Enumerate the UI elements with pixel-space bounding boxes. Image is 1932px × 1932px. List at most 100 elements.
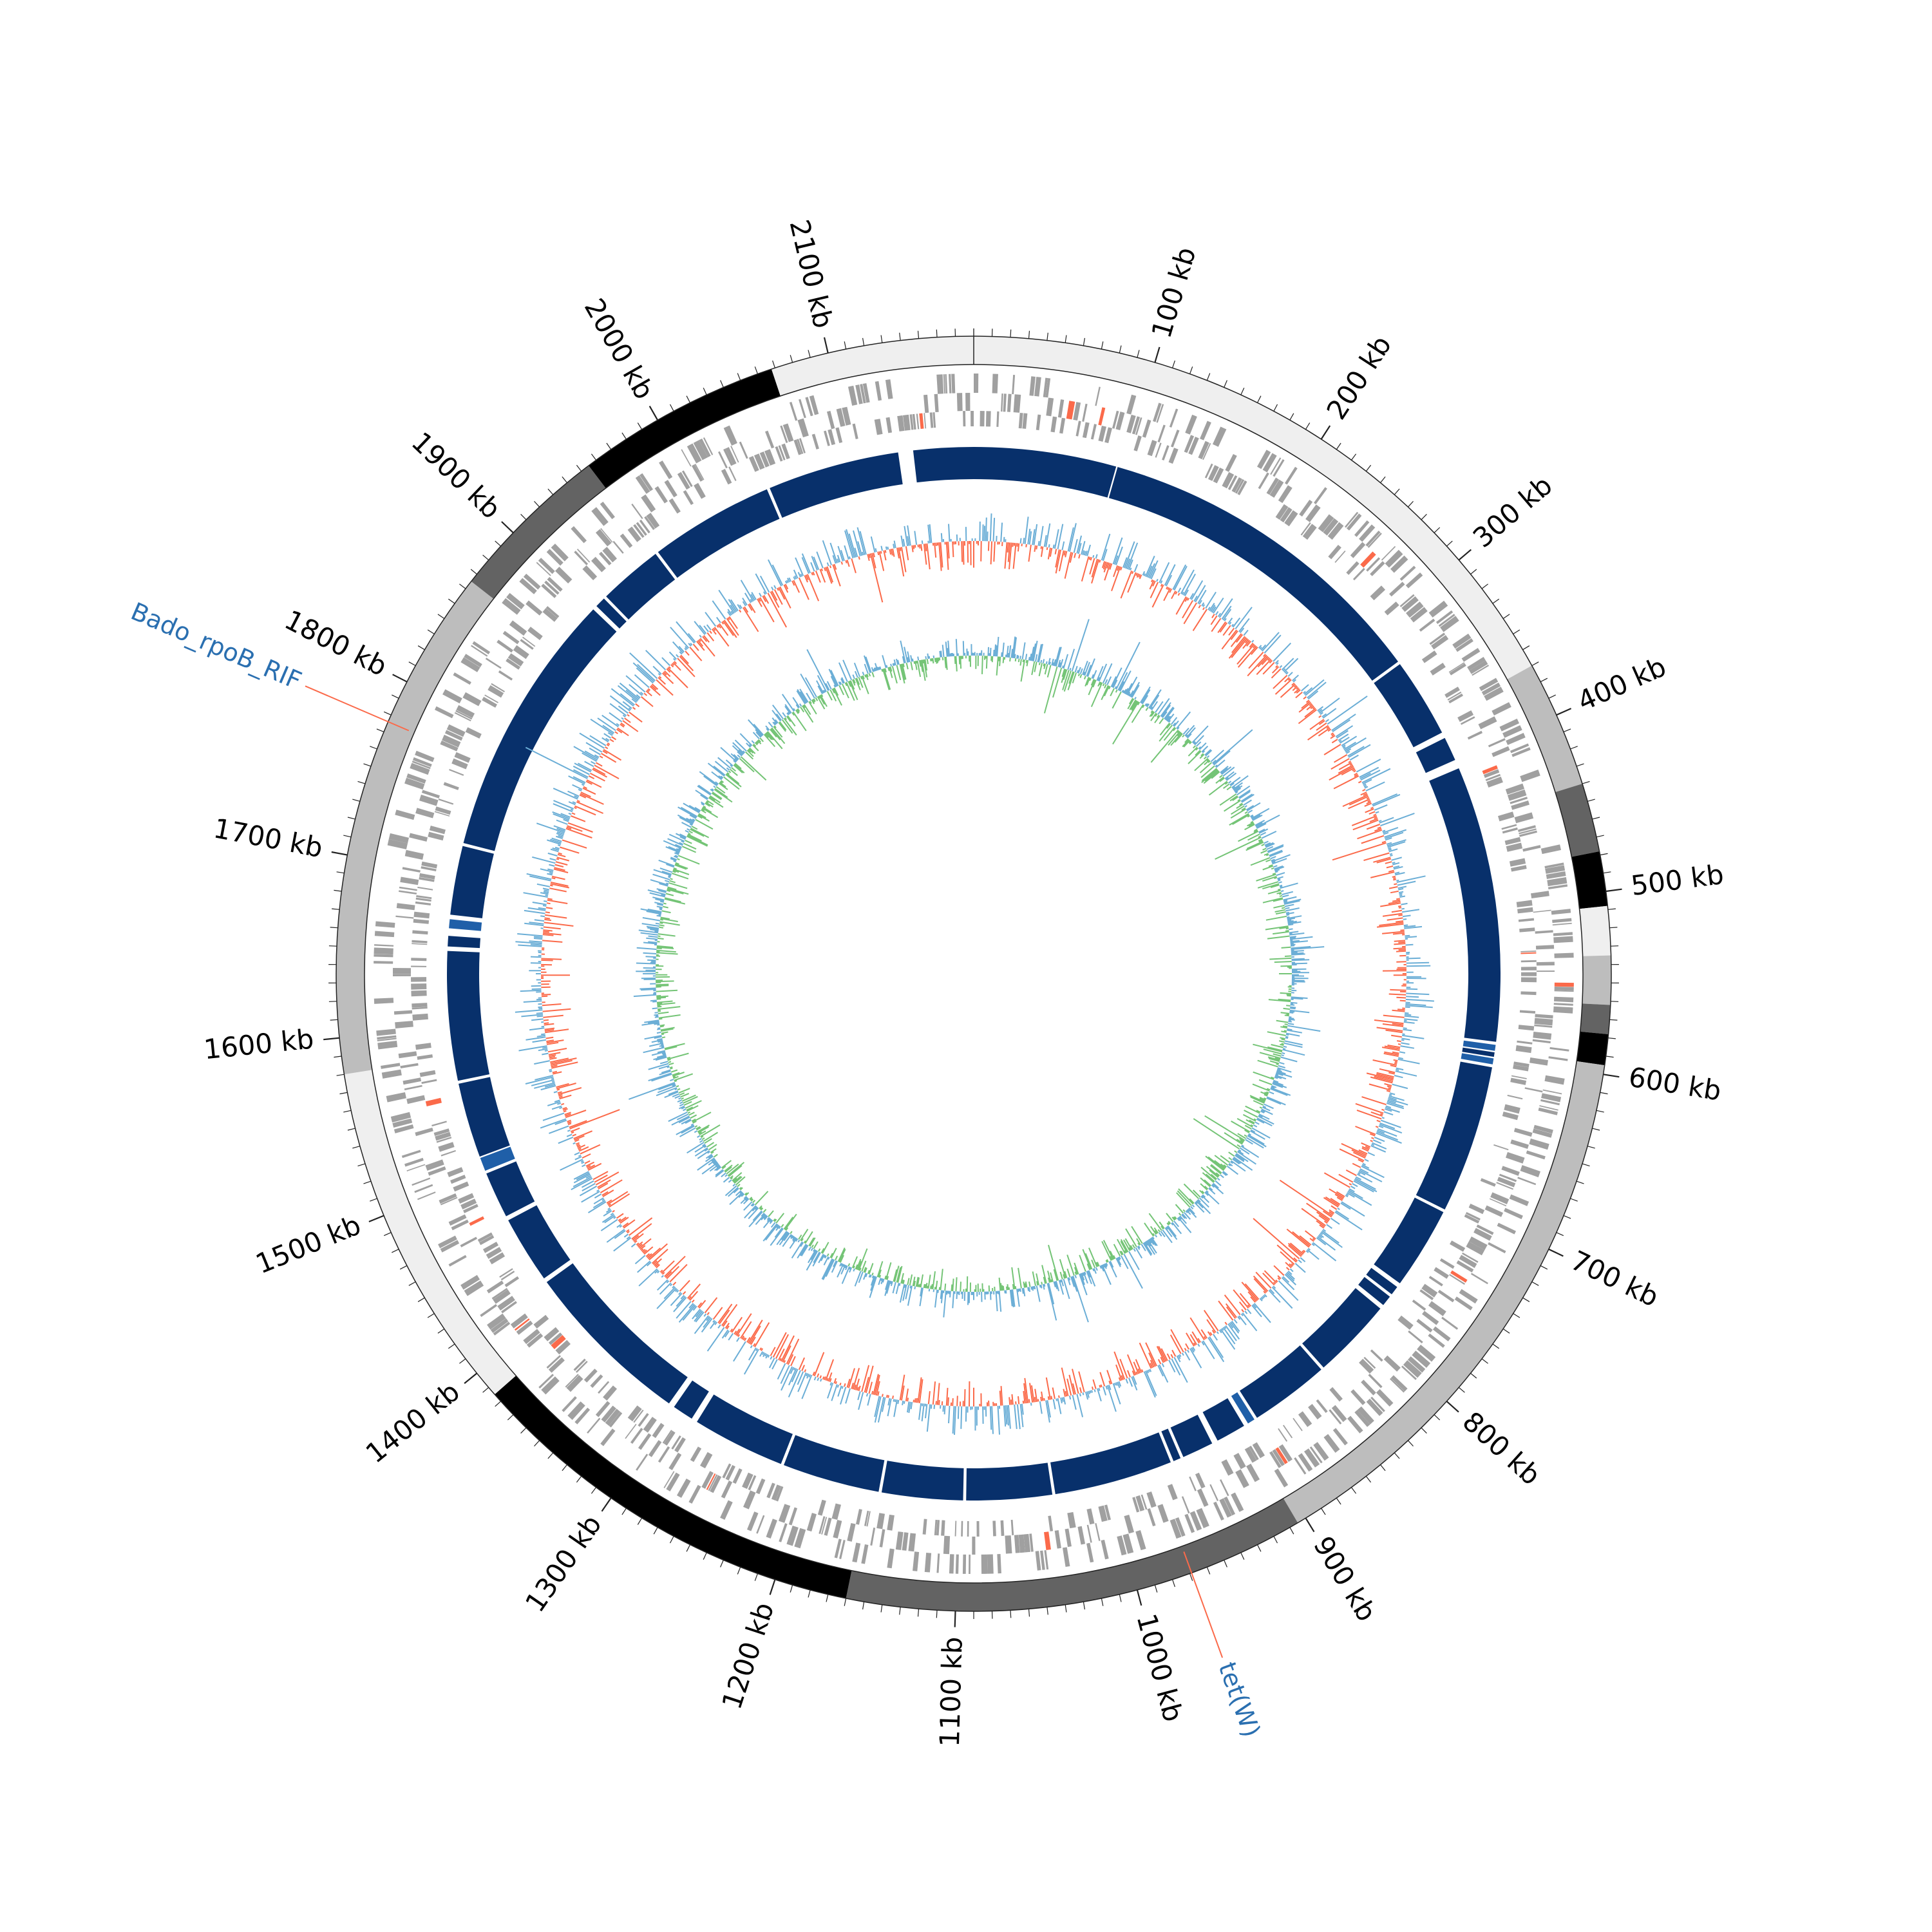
gene-feature <box>1354 520 1370 537</box>
gc-skew-bar <box>737 754 741 759</box>
gc-skew-bar <box>1074 1274 1077 1279</box>
gc-skew-bar <box>935 1280 938 1290</box>
minor-tick <box>1154 1585 1158 1593</box>
gc-skew-bar <box>660 1027 675 1031</box>
gc-skew-bar <box>840 1263 843 1267</box>
gene-feature <box>514 1318 530 1331</box>
gc-skew-bar <box>1001 642 1005 658</box>
gene-feature <box>1511 800 1530 810</box>
gc-content-bar <box>861 551 864 556</box>
gc-content-bar <box>1319 1224 1325 1229</box>
gc-skew-bar <box>715 1166 722 1171</box>
gc-skew-bar <box>690 828 705 837</box>
gc-content-bar <box>835 1381 837 1385</box>
gene-feature <box>1098 1505 1108 1522</box>
gc-skew-bar <box>1084 1271 1086 1275</box>
gc-skew-bar <box>1251 808 1270 819</box>
gc-skew-bar <box>956 1291 958 1300</box>
gc-content-bar <box>837 1385 842 1397</box>
gc-skew-bar <box>1151 1236 1158 1246</box>
gc-skew-bar <box>1106 1259 1109 1263</box>
minor-tick <box>376 728 384 732</box>
gc-skew-bar <box>876 1261 884 1278</box>
minor-tick <box>1540 1265 1548 1270</box>
gc-content-bar <box>810 562 815 572</box>
gc-content-bar <box>1404 1015 1419 1018</box>
gc-content-bar <box>545 911 550 914</box>
gc-content-bar <box>1406 957 1421 960</box>
gc-skew-bar <box>924 659 928 671</box>
gc-content-bar <box>1182 573 1196 596</box>
gene-feature <box>399 886 417 891</box>
gc-content-bar <box>613 1237 632 1252</box>
gc-skew-bar <box>1046 1283 1057 1321</box>
minor-tick <box>437 614 445 619</box>
gc-skew-bar <box>1048 658 1051 665</box>
gc-skew-bar <box>1005 1290 1007 1294</box>
gc-content-bar <box>639 1238 652 1249</box>
gc-skew-bar <box>654 1036 662 1039</box>
gc-skew-bar <box>675 833 687 839</box>
gene-feature <box>547 576 563 592</box>
gene-feature <box>1346 561 1359 575</box>
minor-tick <box>1273 404 1278 412</box>
gc-skew-bar <box>893 659 896 666</box>
gc-content-bar <box>992 518 996 542</box>
gene-feature <box>635 475 650 494</box>
gene-feature <box>864 1510 869 1526</box>
minor-tick <box>637 422 643 430</box>
gene-feature <box>934 1519 938 1536</box>
gene-feature <box>1266 477 1279 495</box>
gc-content-bar <box>1273 642 1292 662</box>
gene-feature <box>522 636 536 647</box>
gene-feature <box>463 1204 478 1213</box>
minor-tick <box>754 366 758 374</box>
gc-skew-bar <box>1205 1173 1215 1182</box>
gene-feature <box>548 1332 563 1345</box>
gc-skew-bar <box>1188 741 1191 744</box>
gc-skew-bar <box>696 1126 701 1130</box>
minor-tick <box>1065 335 1067 343</box>
gc-skew-bar <box>1039 1284 1041 1288</box>
gc-content-bar <box>568 801 576 806</box>
gc-skew-bar <box>966 1276 969 1292</box>
gc-content-bar <box>1231 1320 1240 1332</box>
gc-content-bar <box>1284 670 1288 674</box>
gene-feature <box>1318 514 1334 533</box>
contig-segment <box>495 1376 852 1598</box>
gc-skew-bar <box>658 1011 669 1014</box>
gc-skew-bar <box>1088 1247 1098 1267</box>
gc-content-bar <box>544 1050 548 1052</box>
gene-feature <box>1517 1177 1537 1186</box>
gene-feature <box>666 1472 680 1492</box>
gc-content-bar <box>586 1165 591 1168</box>
gc-content-bar <box>1394 1062 1397 1065</box>
gc-content-bar <box>556 831 565 835</box>
gc-content-bar <box>1285 1267 1290 1271</box>
gc-content-bar <box>1280 683 1296 698</box>
gc-skew-bar <box>755 1206 759 1210</box>
gc-content-bar <box>1365 781 1385 791</box>
gc-skew-bar <box>679 842 684 846</box>
gc-content-bar <box>633 1233 644 1242</box>
contig-segment <box>336 581 494 1075</box>
gc-content-bar <box>533 936 543 938</box>
gene-feature <box>1484 687 1504 701</box>
gc-content-bar <box>1372 793 1397 806</box>
gene-feature <box>393 974 412 976</box>
gc-content-bar <box>1358 1172 1361 1175</box>
gc-skew-bar <box>1283 1045 1287 1048</box>
gc-content-bar <box>1095 554 1098 559</box>
gc-content-bar <box>1235 607 1253 630</box>
gc-skew-bar <box>733 1175 741 1183</box>
gene-feature <box>1517 825 1536 833</box>
gc-content-bar <box>871 553 876 569</box>
gc-skew-bar <box>677 1088 681 1091</box>
gene-feature <box>1488 738 1506 748</box>
gc-skew-bar <box>996 636 999 657</box>
gc-content-bar <box>1106 562 1110 569</box>
gc-content-bar <box>1067 527 1074 552</box>
gc-content-bar <box>1197 589 1207 604</box>
gc-content-bar <box>656 1279 668 1291</box>
gc-skew-bar <box>1253 829 1258 833</box>
